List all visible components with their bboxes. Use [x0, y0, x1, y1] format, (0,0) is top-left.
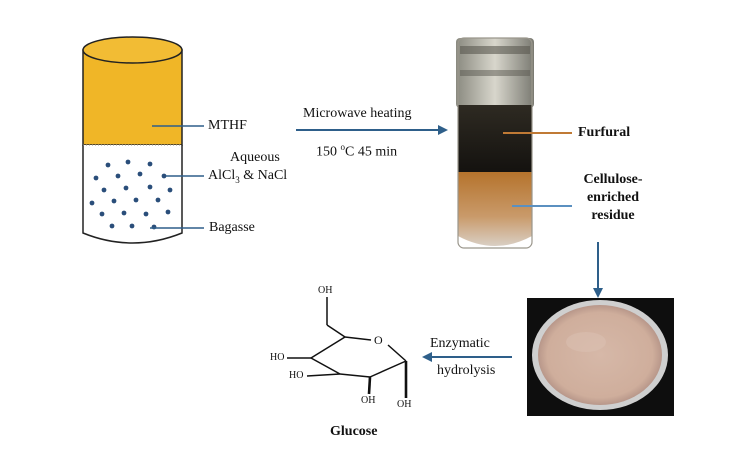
glucose-oh-bottom-2: OH: [397, 399, 412, 410]
step1-label-bottom: 150 oC 45 min: [316, 142, 398, 160]
aqueous-layer: [82, 145, 183, 244]
vessel-top: [82, 36, 183, 64]
furfural-label: Furfural: [578, 125, 631, 140]
reactor-vessel: [82, 36, 204, 244]
step1-label-top: Microwave heating: [303, 106, 412, 121]
glucose-label: Glucose: [330, 424, 378, 439]
reaction-tube-photo: [456, 37, 572, 249]
residue-label-line1: Cellulose-: [583, 172, 643, 187]
residue-label-line3: residue: [591, 208, 635, 223]
glucose-ring-oxygen: O: [374, 333, 383, 347]
cellulose-powder: [538, 305, 662, 405]
glucose-ho-1: HO: [270, 352, 285, 363]
aqueous-label-line1: Aqueous: [230, 150, 280, 165]
residue-dish-photo: [527, 298, 674, 416]
glucose-ho-2: HO: [289, 370, 304, 381]
residue-label-line2: enriched: [586, 190, 640, 205]
glucose-structure: [287, 297, 408, 398]
glucose-oh-top: OH: [318, 285, 333, 296]
aqueous-label-line2: AlCl3 & NaCl: [208, 168, 288, 185]
mthf-layer: [82, 49, 183, 146]
residue-phase: [458, 172, 532, 246]
bagasse-label: Bagasse: [209, 220, 255, 235]
step2-label-bottom: hydrolysis: [437, 363, 496, 378]
mthf-label: MTHF: [208, 118, 247, 133]
glucose-oh-bottom-1: OH: [361, 395, 376, 406]
step2-label-top: Enzymatic: [430, 336, 490, 351]
furfural-phase: [458, 105, 532, 172]
